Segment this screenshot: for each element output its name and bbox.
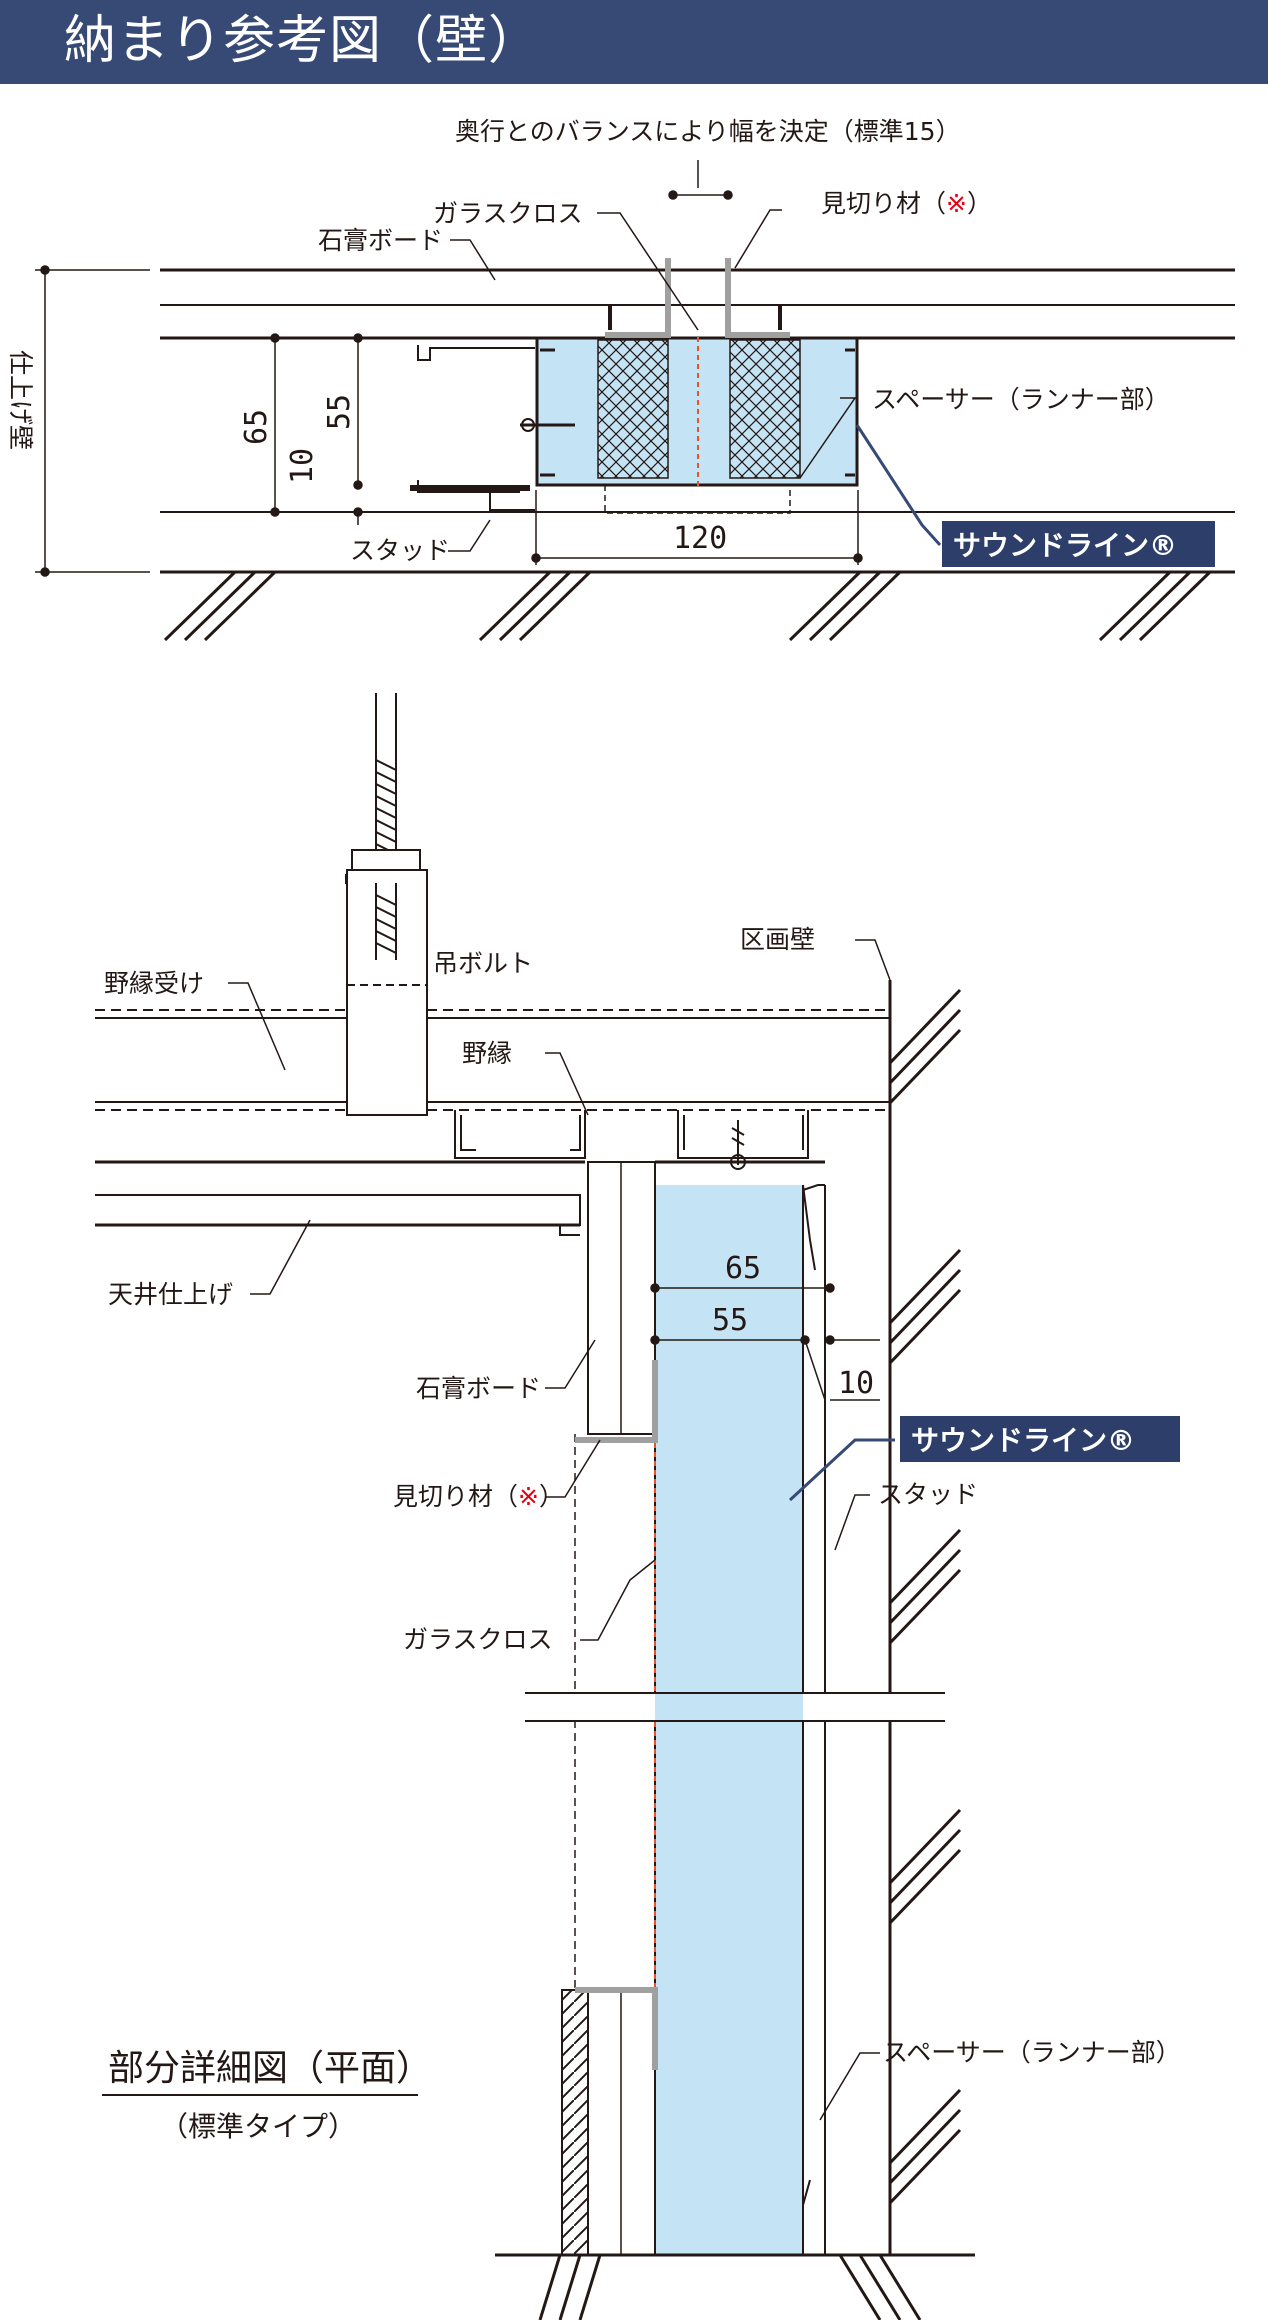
nobuchi-uke-label: 野縁受け [104, 969, 204, 998]
soundline-leader-top [855, 424, 942, 547]
dim-55-top: 55 [322, 394, 357, 430]
gypsum-label-top: 石膏ボード [318, 226, 443, 255]
bottom-leaders [228, 939, 891, 2121]
finish-wall-label: 仕上げ壁 [6, 350, 35, 450]
spacer-label-top: スペーサー（ランナー部） [872, 385, 1170, 414]
glass-cloth-label-bottom: ガラスクロス [403, 1625, 553, 1654]
soundline-leader-bottom [788, 1438, 895, 1502]
ceiling-framing [95, 1009, 890, 1236]
soundline-badge-top-text: サウンドライン® [953, 529, 1177, 562]
dim-55-bottom: 55 [712, 1303, 748, 1338]
header-bar: 納まり参考図（壁） [0, 0, 1268, 84]
dim-120-top: 120 [673, 521, 727, 556]
hanging-bolt [345, 693, 428, 1116]
mikiri-profile-bottom-bottom [575, 1987, 658, 2070]
page-title: 納まり参考図（壁） [64, 11, 542, 71]
dim-65-top: 65 [239, 409, 274, 445]
mikiri-label-bottom: 見切り材（※） [393, 1482, 564, 1511]
partition-wall [888, 980, 962, 2255]
bottom-dimensions [650, 1283, 880, 1401]
soundline-badge-bottom-text: サウンドライン® [911, 1424, 1135, 1457]
stud-label-top: スタッド [350, 536, 450, 565]
soundline-badge-top [942, 521, 1215, 567]
ceiling-finish-label: 天井仕上げ [108, 1280, 233, 1309]
top-dimensions [35, 160, 863, 577]
caption-subtitle: （標準タイプ） [160, 2110, 356, 2143]
stud-channel-bottom [417, 480, 520, 493]
partition-wall-label: 区画壁 [740, 925, 815, 954]
stud-channel-top [417, 345, 535, 361]
nobuchi-label: 野縁 [462, 1039, 512, 1068]
width-note-label: 奥行とのバランスにより幅を決定（標準15） [455, 117, 961, 146]
top-leaders [448, 209, 857, 552]
dim-65-bottom: 65 [725, 1251, 761, 1286]
soundline-block-bottom [495, 1160, 975, 2320]
ground-hatch [163, 570, 1212, 642]
stud-flange [489, 492, 535, 511]
gypsum-label-bottom: 石膏ボード [416, 1374, 541, 1403]
glass-cloth-label-top: ガラスクロス [433, 199, 583, 228]
soundline-badge-bottom [900, 1416, 1180, 1462]
dim-10-top: 10 [285, 448, 320, 484]
caption-title: 部分詳細図（平面） [108, 2048, 432, 2089]
mikiri-profile-bottom-top [575, 1360, 658, 1443]
spacer-label-bottom: スペーサー（ランナー部） [883, 2038, 1181, 2067]
mikiri-label-top: 見切り材（※） [821, 189, 992, 218]
dim-10-bottom: 10 [838, 1366, 874, 1401]
stud-label-bottom: スタッド [878, 1480, 978, 1509]
hanging-bolt-label: 吊ボルト [433, 949, 533, 978]
